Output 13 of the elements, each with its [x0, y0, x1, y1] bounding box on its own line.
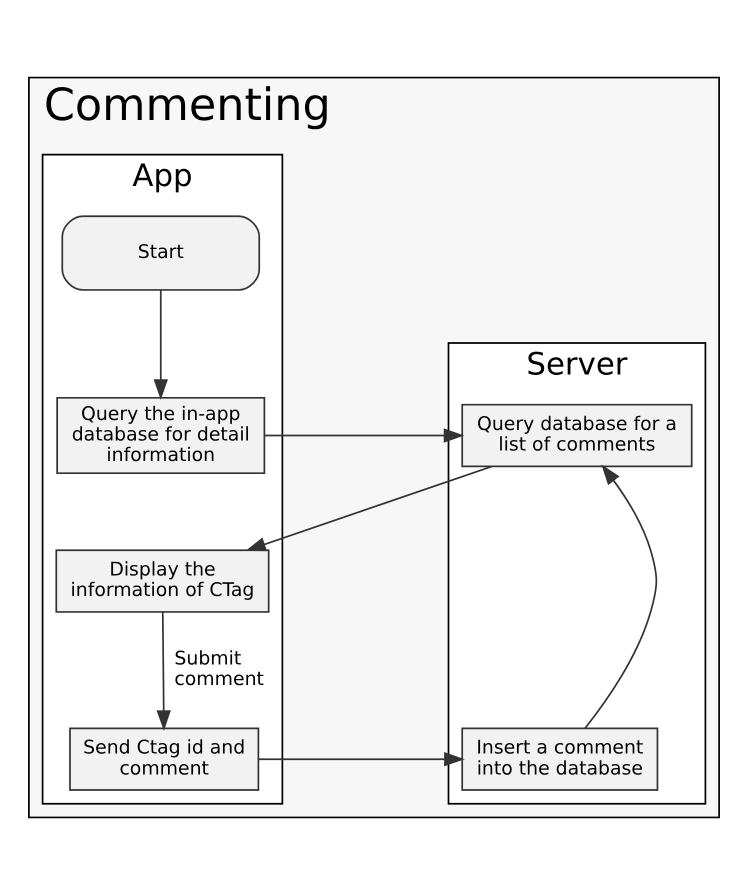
arrow	[264, 428, 464, 442]
node-box: Query database for a list of comments	[461, 403, 693, 467]
node-box: Start	[61, 214, 260, 290]
node-box: Query the in-app database for detail information	[56, 396, 266, 474]
node-box: Send Ctag id and comment	[69, 727, 260, 790]
arrow	[154, 290, 168, 400]
arrow	[245, 465, 492, 551]
arrow	[258, 752, 465, 766]
node-box: Insert a comment into the database	[461, 727, 658, 790]
arrow	[156, 612, 171, 730]
edge-label: Submit comment	[174, 648, 264, 690]
node-box: Display the information of CTag	[55, 548, 270, 612]
arrow	[584, 464, 658, 728]
